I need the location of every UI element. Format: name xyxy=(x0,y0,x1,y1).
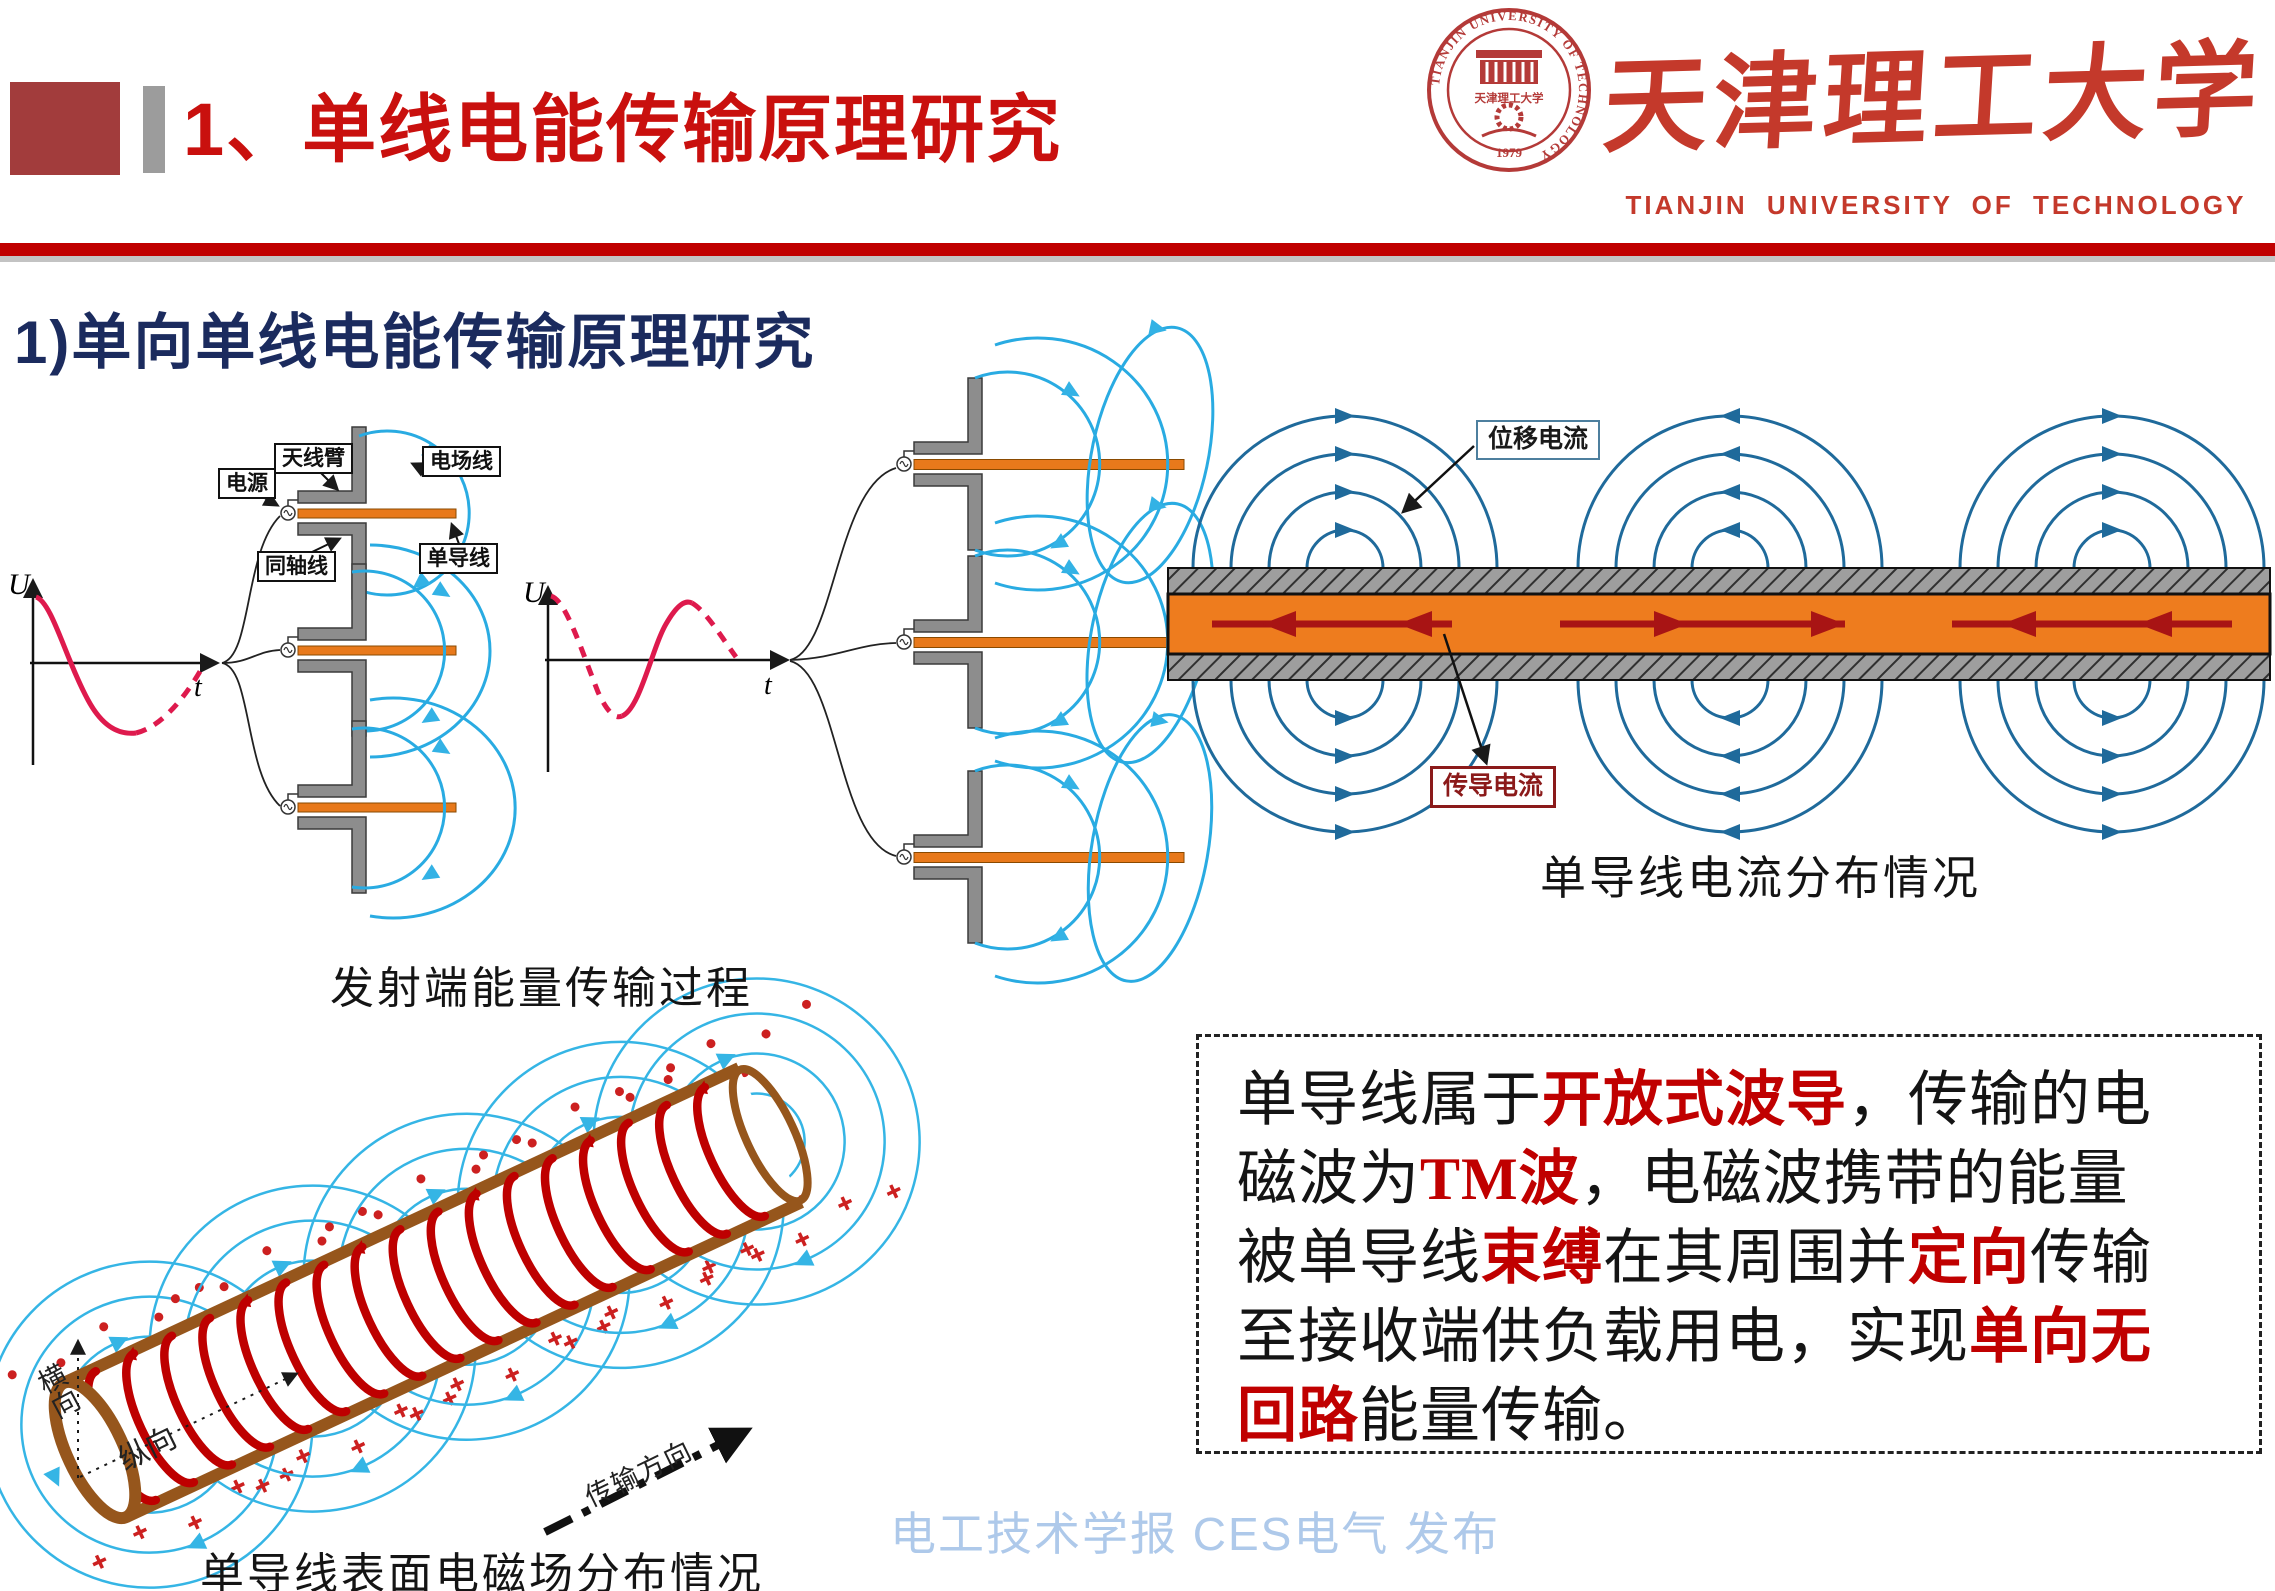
label-coax: 同轴线 xyxy=(257,551,336,583)
label-conduction-current: 传导电流 xyxy=(1430,766,1557,808)
antenna-row-4 xyxy=(896,319,1215,592)
note-text: 单导线属于开放式波导，传输的电磁波为TM波，电磁波携带的能量被单导线束缚在其周围… xyxy=(1237,1067,2152,1449)
header-rule-shadow xyxy=(0,256,2275,262)
label-field-line: 电场线 xyxy=(422,446,501,478)
field-arcs xyxy=(1191,408,2266,840)
direction-arrow xyxy=(543,1427,753,1536)
axis-u-label-1: U xyxy=(8,568,32,601)
caption-transmit: 发射端能量传输过程 xyxy=(330,964,753,1013)
antenna-row-6 xyxy=(896,711,1214,985)
label-displacement-current: 位移电流 xyxy=(1476,420,1601,460)
sine-plot-1: U t xyxy=(8,568,220,765)
axis-t-label-2: t xyxy=(764,670,773,701)
brace-2 xyxy=(789,467,897,857)
caption-surface: 单导线表面电磁场分布情况 xyxy=(200,1550,764,1591)
seal-name-text: 天津理工大学 xyxy=(1475,91,1544,105)
brace-1 xyxy=(221,515,281,807)
single-wire-cylinder xyxy=(0,977,921,1589)
axis-u-label-2: U xyxy=(523,576,547,609)
university-name-english: TIANJIN UNIVERSITY OF TECHNOLOGY xyxy=(1625,190,2247,220)
watermark: 电工技术学报 CES电气 发布 xyxy=(890,1508,1501,1560)
label-power: 电源 xyxy=(218,468,276,500)
label-single-wire: 单导线 xyxy=(419,543,498,575)
university-seal-icon: TIANJIN UNIVERSITY OF TECHNOLOGY 天津理工大学 … xyxy=(1427,8,1591,172)
axis-t-label-1: t xyxy=(194,672,203,703)
sine-plot-2: U t xyxy=(523,576,790,772)
header-rule xyxy=(0,243,2275,256)
header-accent-square xyxy=(10,82,120,175)
seal-year: 1979 xyxy=(1496,145,1523,160)
page-title: 1、单线电能传输原理研究 xyxy=(183,88,1063,171)
magnetic-rings xyxy=(83,1080,770,1506)
caption-current: 单导线电流分布情况 xyxy=(1540,853,1981,904)
label-antenna-arm: 天线臂 xyxy=(274,443,353,475)
displacement-callout-arrow xyxy=(1401,445,1475,514)
antenna-row-3 xyxy=(280,696,517,920)
conduction-current-arrows xyxy=(1212,611,2232,637)
note-text-box: 单导线属于开放式波导，传输的电磁波为TM波，电磁波携带的能量被单导线束缚在其周围… xyxy=(1196,1034,2262,1454)
section-heading: 1)单向单线电能传输原理研究 xyxy=(14,309,816,376)
cylinder-axes xyxy=(70,1338,753,1536)
conduction-callout-arrow xyxy=(1442,633,1491,766)
header-accent-bar xyxy=(143,86,165,173)
